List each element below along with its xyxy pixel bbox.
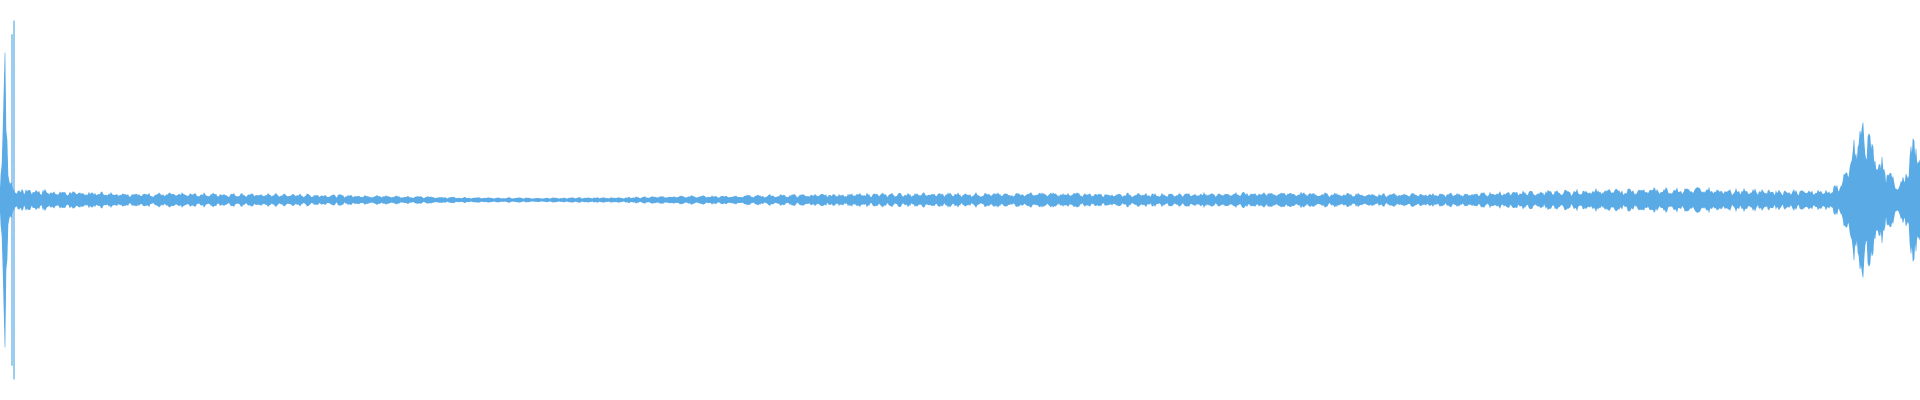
waveform-canvas[interactable] — [0, 0, 1920, 400]
